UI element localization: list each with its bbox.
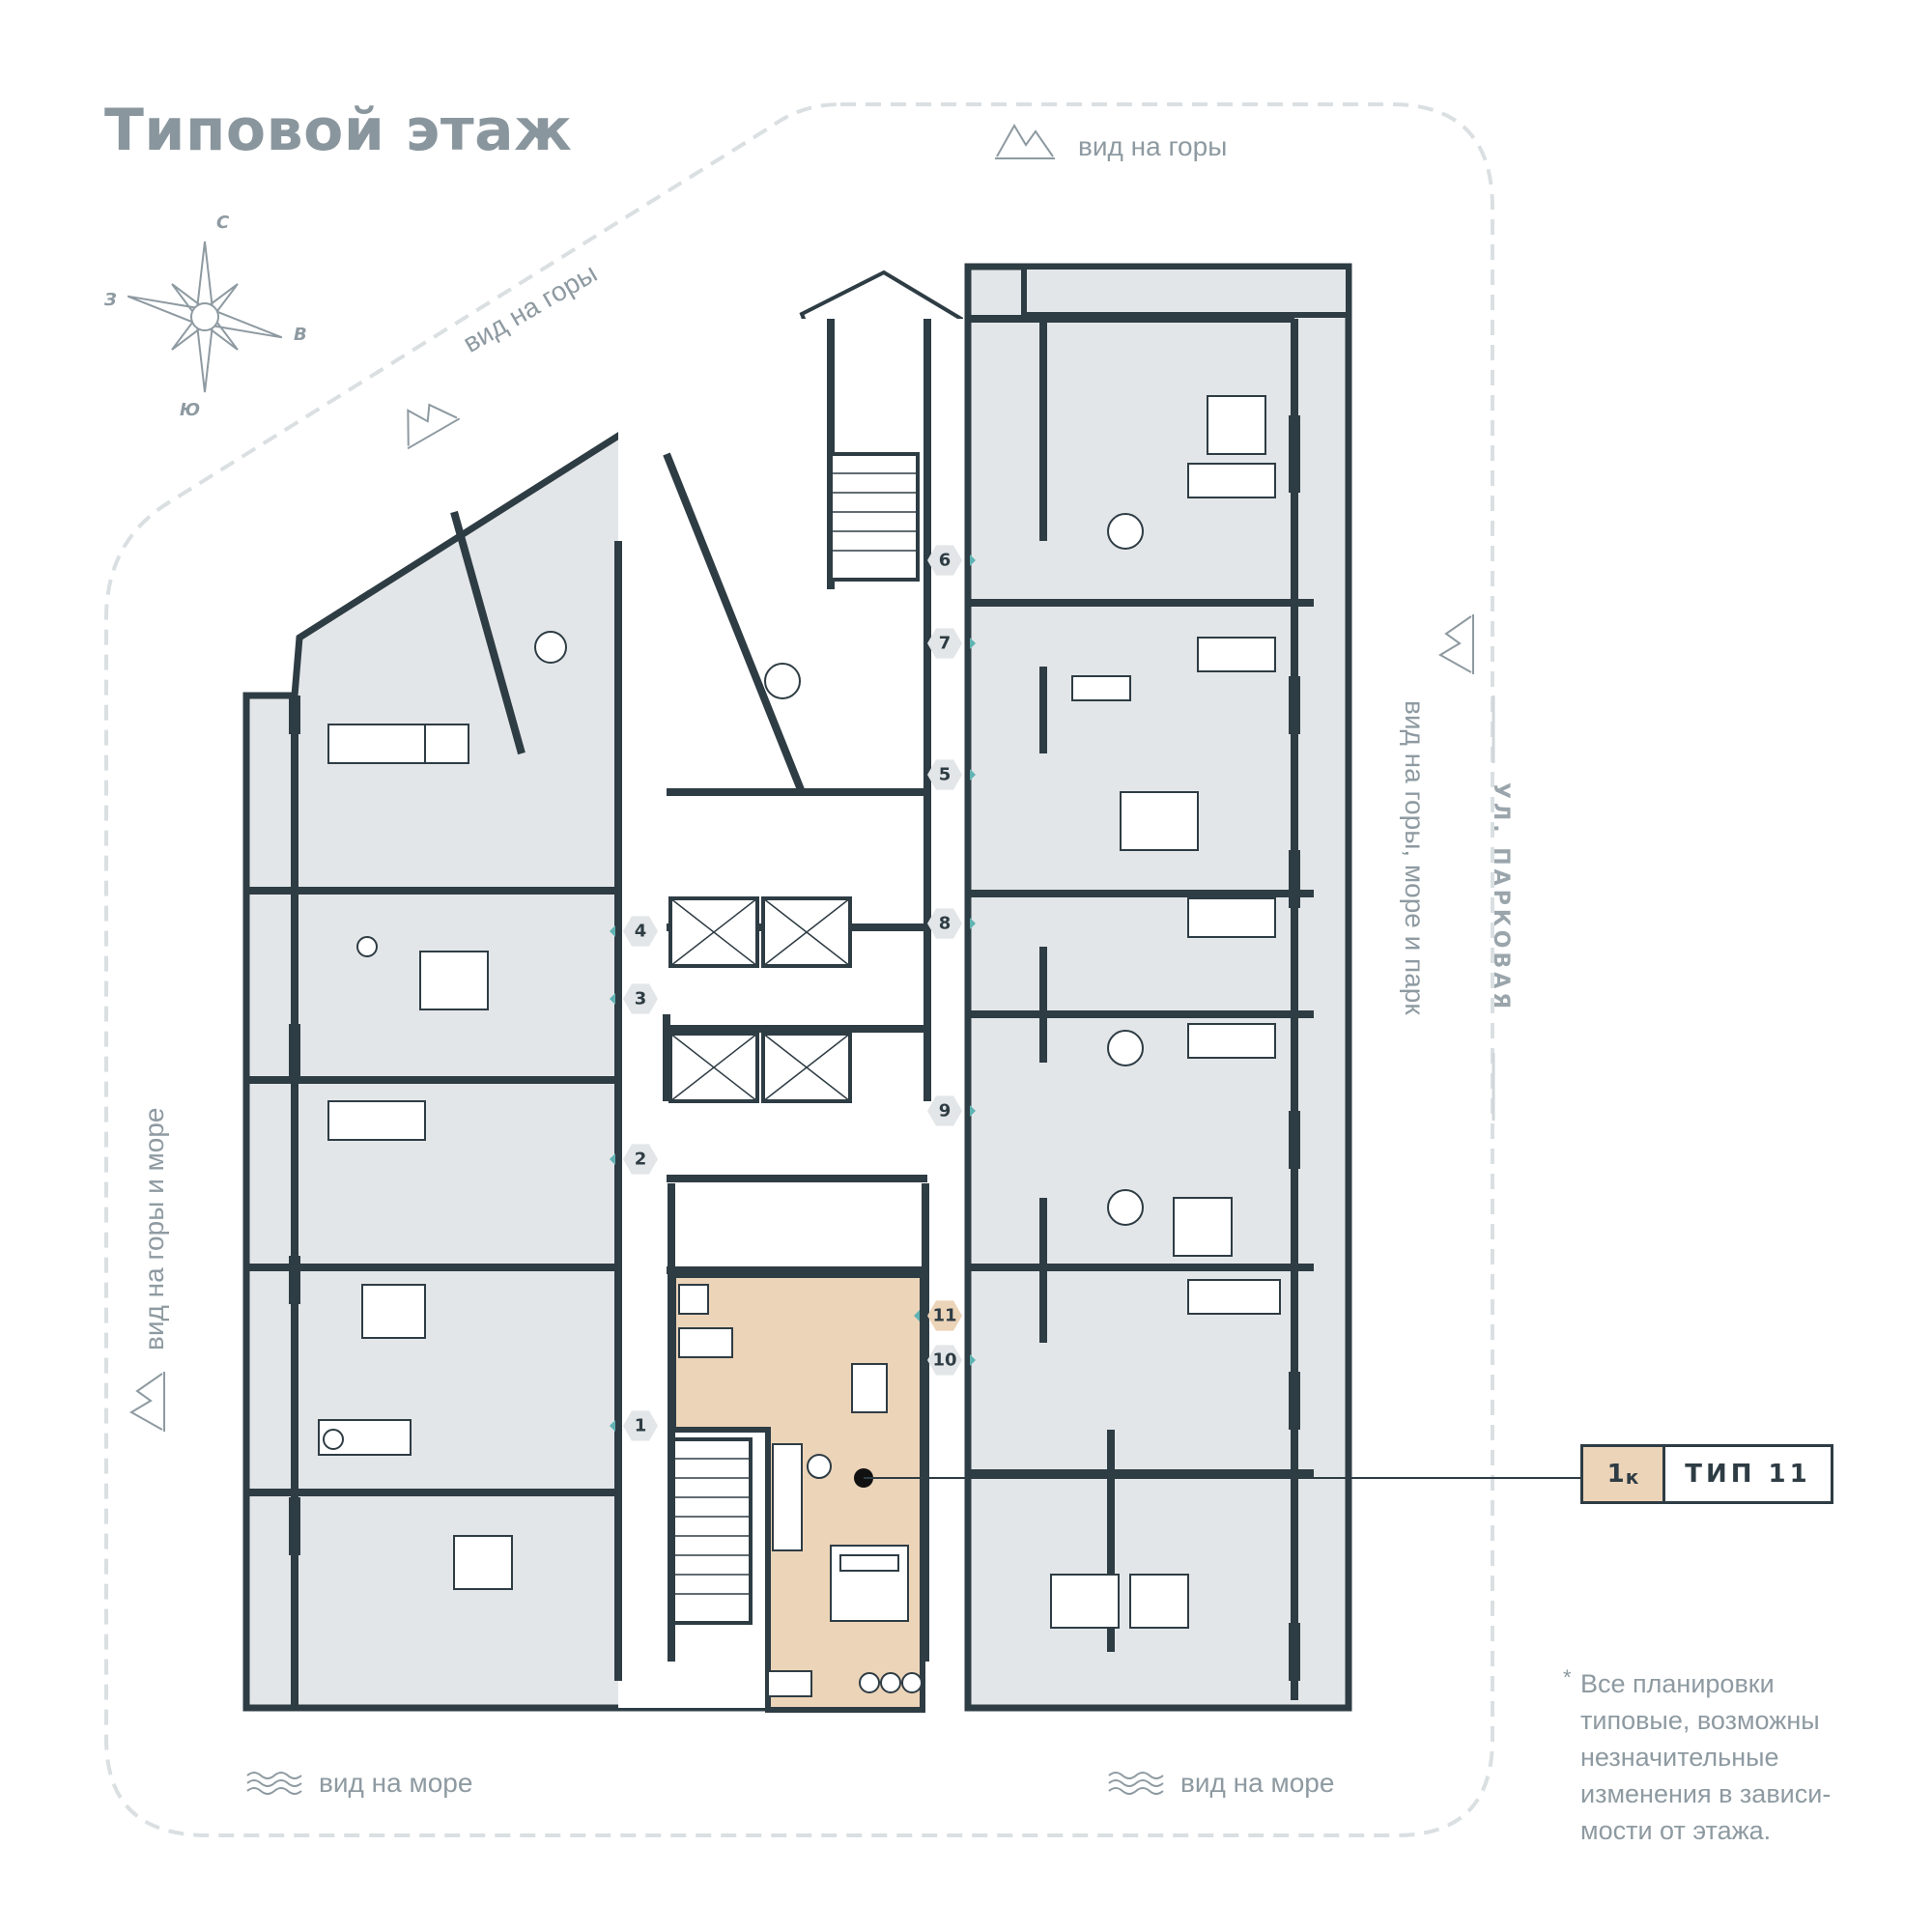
entrance-arrow-icon [970,769,976,781]
unit-badge-4[interactable]: 4 [610,916,658,947]
unit-number: 10 [932,1350,956,1371]
view-label-right: вид на горы, море и парк [1400,700,1430,1015]
unit-badge-2[interactable]: 2 [610,1144,658,1175]
street-name: УЛ. ПАРКОВАЯ [1489,782,1513,1013]
unit-number: 7 [939,634,952,654]
sea-icon [246,1772,302,1795]
unit-number: 5 [939,765,952,785]
footnote-text: Все планировки типовые, возможны незначи… [1580,1669,1832,1845]
view-label-left: вид на горы и море [139,1107,169,1350]
entrance-arrow-icon [970,638,976,649]
unit-badge-3[interactable]: 3 [610,983,658,1014]
unit-badge-1[interactable]: 1 [610,1410,658,1441]
page-title: Типовой этаж [104,97,573,164]
unit-number: 8 [939,914,952,934]
mountain-icon [407,403,461,450]
entrance-arrow-icon [970,554,976,566]
compass-north: С [216,213,230,233]
unit-badge-7[interactable]: 7 [927,628,976,659]
mountain-icon [1438,614,1474,674]
view-label-bottom-right: вид на море [1180,1768,1335,1798]
unit-number: 2 [635,1150,647,1170]
entrance-arrow-icon [610,925,615,937]
compass-west: З [104,290,117,310]
unit-number: 9 [939,1101,952,1122]
entrance-arrow-icon [610,993,615,1005]
mountain-icon [995,124,1055,159]
footnote: * Все планировки типовые, возможны незна… [1563,1665,1870,1849]
unit-number: 1 [635,1416,647,1436]
compass-rose [127,241,283,393]
stairs [675,472,916,1595]
entrance-arrow-icon [610,1420,615,1432]
unit-badge-10[interactable]: 10 [927,1345,976,1376]
mountain-icon [129,1372,165,1432]
entrance-arrow-icon [970,918,976,929]
unit-badge-11[interactable]: 11 [914,1300,962,1331]
unit-badge-6[interactable]: 6 [927,545,976,576]
footnote-star: * [1563,1665,1572,1690]
legend-type: ТИП 11 [1685,1460,1811,1489]
unit-badges: 1 2 3 4 5 6 7 8 9 10 11 [610,545,976,1441]
entrance-arrow-icon [610,1153,615,1165]
view-label-bottom-left: вид на море [319,1768,473,1798]
compass-south: Ю [180,400,201,420]
building [242,263,1580,1713]
compass-east: В [294,325,307,345]
unit-number: 3 [635,989,647,1009]
view-label-top-right: вид на горы [1078,131,1228,161]
sea-icon [1108,1772,1164,1795]
unit-badge-9[interactable]: 9 [927,1095,976,1126]
unit-badge-8[interactable]: 8 [927,908,976,939]
unit-number: 4 [635,922,647,942]
entrance-arrow-icon [914,1310,920,1321]
unit-number: 11 [932,1306,956,1326]
entrance-arrow-icon [970,1354,976,1366]
site-boundary [104,102,1494,1837]
unit-number: 6 [939,551,952,571]
unit-badge-5[interactable]: 5 [927,759,976,790]
entrance-arrow-icon [970,1105,976,1117]
